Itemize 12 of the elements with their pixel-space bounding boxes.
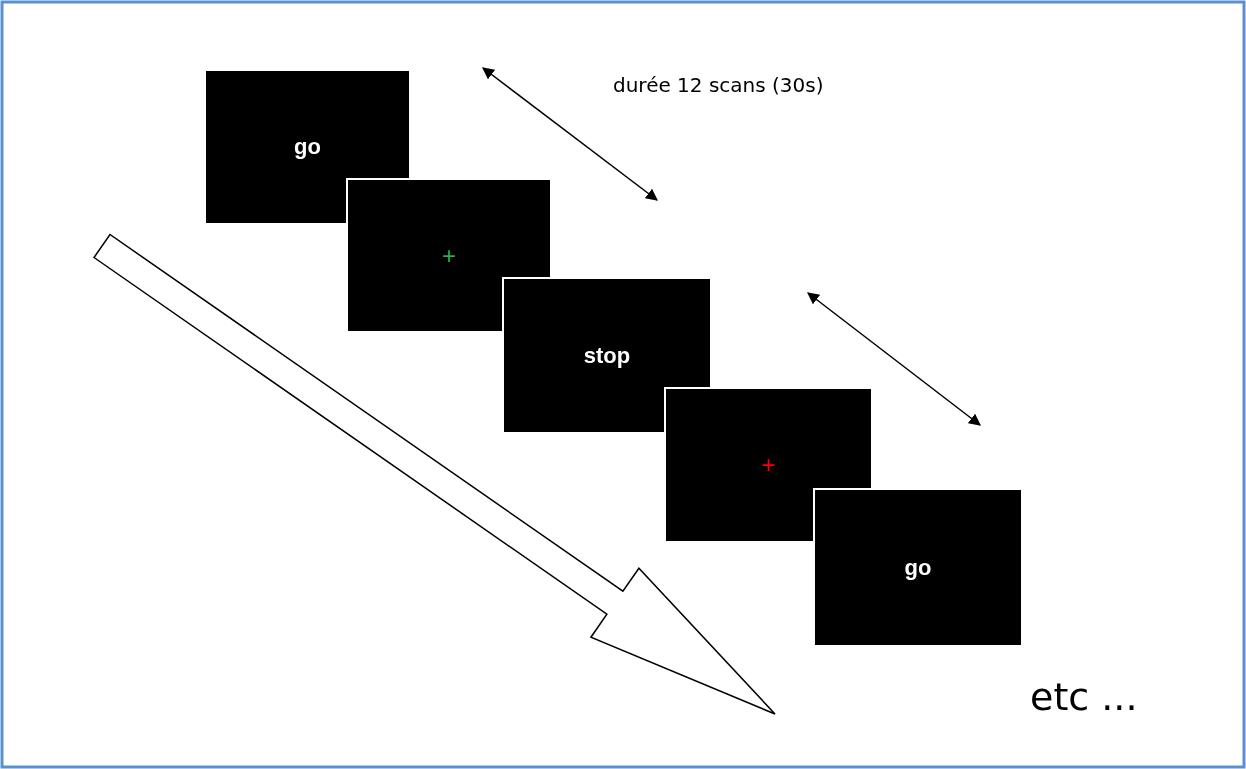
fixation-cross: + — [761, 453, 776, 477]
continuation-text: etc ... — [1030, 675, 1138, 719]
stimulus-screen — [502, 277, 712, 434]
cue-word: go — [904, 556, 932, 579]
stimulus-screen — [664, 387, 873, 543]
stimulus-screen — [813, 488, 1023, 647]
duration-label: durée 12 scans (30s) — [613, 73, 824, 97]
fixation-cross: + — [442, 243, 456, 268]
cue-word: go — [294, 136, 321, 158]
stimulus-screen — [204, 69, 411, 225]
stimulus-screen — [346, 178, 552, 333]
cue-word: stop — [583, 344, 631, 367]
